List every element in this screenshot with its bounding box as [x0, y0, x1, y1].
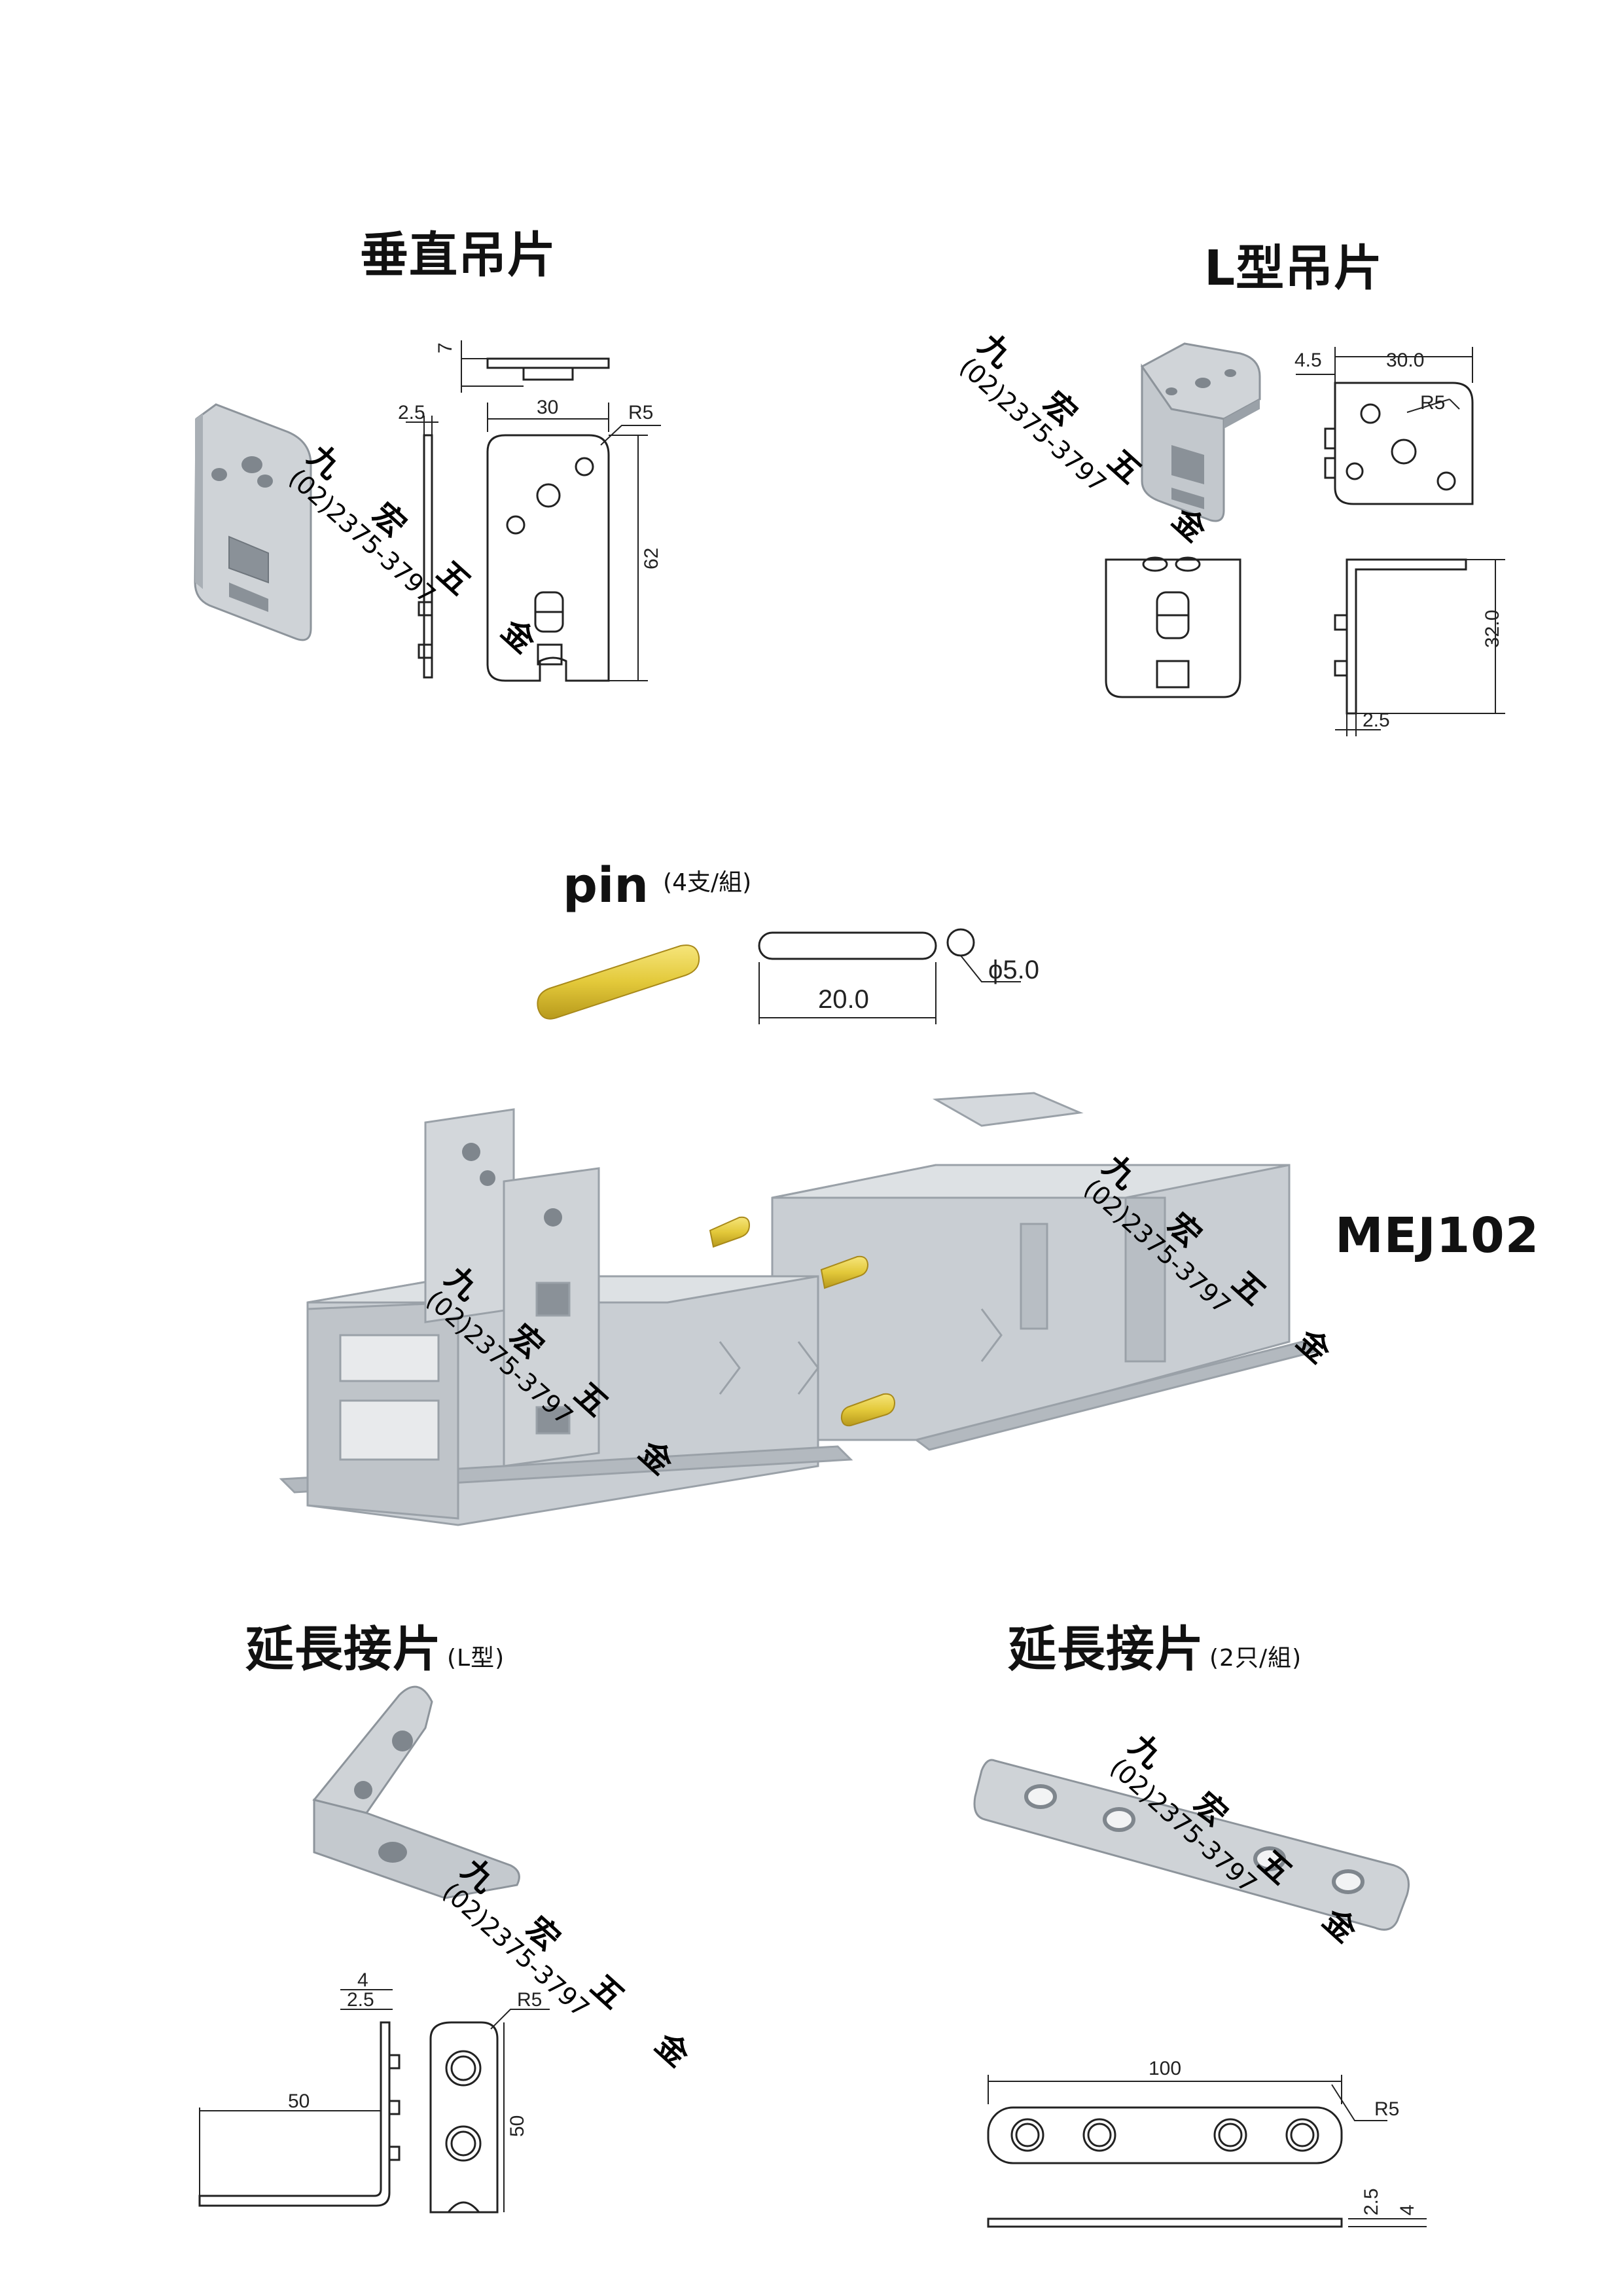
pin-note: (4支/組) — [663, 869, 752, 896]
l-hanger-title: L型吊片 — [1204, 240, 1383, 296]
dim-ext-l-height: 50 — [507, 2115, 528, 2137]
dim-l-flange: 4.5 — [1294, 350, 1322, 371]
ext-flat-title: 延長接片(2只/組) — [1008, 1621, 1302, 1677]
dim-vertical-top: 7 — [435, 342, 456, 353]
dim-ext-l-outer: 4 — [357, 1969, 368, 1991]
dim-ext-l-radius: R5 — [517, 1989, 542, 2011]
dim-l-radius: R5 — [1420, 392, 1445, 414]
ext-l-title: 延長接片(L型) — [245, 1621, 505, 1677]
dim-vertical-width: 30 — [537, 397, 558, 418]
dim-vertical-thick: 2.5 — [398, 402, 425, 423]
vertical-hanger-plate-render — [194, 403, 312, 641]
dim-pin-length: 20.0 — [818, 985, 869, 1014]
dim-ext-flat-thick: 2.5 — [1361, 2188, 1382, 2215]
dim-ext-l-leg: 50 — [288, 2090, 310, 2112]
dim-ext-flat-radius: R5 — [1374, 2098, 1399, 2120]
ext-flat-note: (2只/組) — [1209, 1645, 1302, 1672]
pin-title: pin(4支/組) — [563, 857, 752, 914]
vertical-hanger-title: 垂直吊片 — [360, 227, 556, 283]
dim-l-height: 32.0 — [1482, 610, 1503, 648]
dim-l-width: 30.0 — [1386, 350, 1424, 371]
dim-ext-flat-length: 100 — [1149, 2058, 1181, 2079]
dim-vertical-radius: R5 — [628, 402, 653, 423]
dim-pin-diameter: ϕ5.0 — [988, 956, 1039, 984]
dim-ext-flat-height: 4 — [1397, 2204, 1418, 2215]
ext-l-note: (L型) — [447, 1645, 505, 1672]
dim-ext-l-thick: 2.5 — [347, 1989, 374, 2011]
dim-l-thick: 2.5 — [1363, 709, 1390, 731]
pin-render — [537, 944, 700, 1020]
model-label: MEJ102 — [1335, 1208, 1540, 1264]
dim-vertical-height: 62 — [641, 548, 662, 569]
